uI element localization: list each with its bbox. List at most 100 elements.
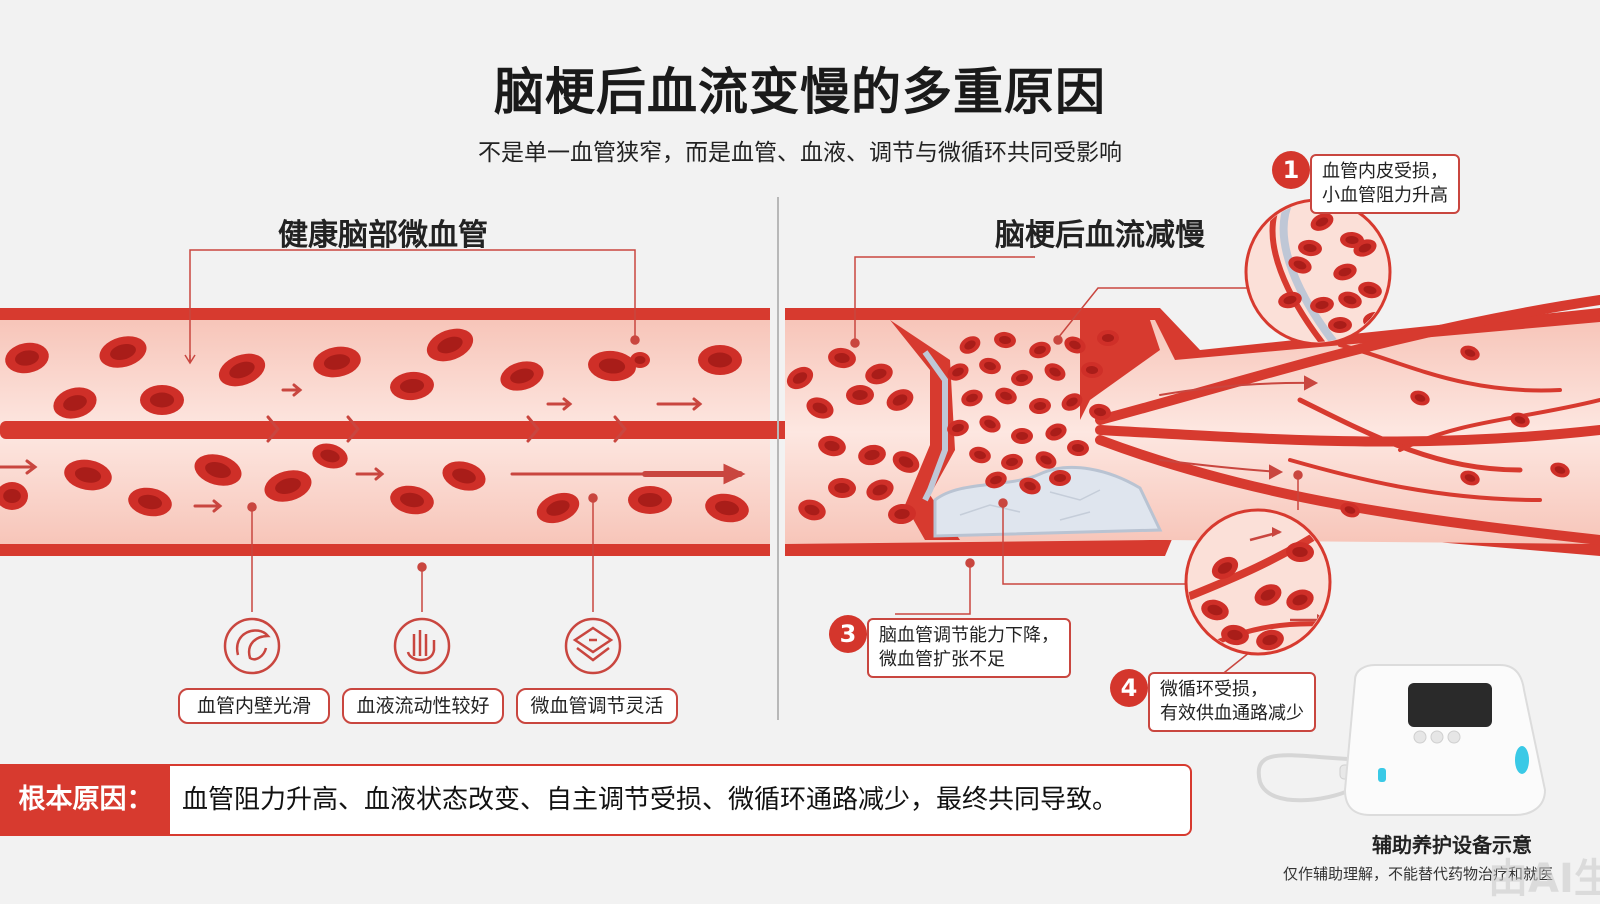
red-blood-cell <box>1019 477 1041 495</box>
red-blood-cell <box>705 493 749 523</box>
red-blood-cell <box>1358 281 1382 299</box>
red-blood-cell <box>846 384 874 406</box>
red-blood-cell <box>442 461 486 491</box>
red-blood-cell <box>818 435 846 457</box>
red-blood-cell <box>1029 397 1051 415</box>
red-blood-cell <box>1221 624 1249 646</box>
red-blood-cell <box>390 371 434 401</box>
red-blood-cell <box>947 363 969 381</box>
callout-number-1: 1 <box>1272 151 1310 189</box>
flow-arrows-right <box>1159 375 1319 480</box>
red-blood-cell <box>1410 390 1430 406</box>
feature-blood-fluidity: 血液流动性较好 <box>342 688 504 724</box>
smooth-wall-icon <box>223 617 281 675</box>
red-blood-cell <box>865 363 893 385</box>
red-blood-cell <box>99 336 147 368</box>
red-blood-cell <box>1328 316 1352 334</box>
red-blood-cell <box>1340 502 1360 518</box>
callout-microcirculation: 微循环受损， 有效供血通路减少 <box>1148 672 1316 732</box>
red-blood-cell <box>140 385 184 415</box>
red-blood-cell <box>1081 361 1103 379</box>
callout-number-4: 4 <box>1110 669 1148 707</box>
red-blood-cell <box>959 336 981 354</box>
callout-microcirculation-line1: 微循环受损， <box>1160 679 1268 700</box>
red-blood-cell <box>1310 296 1334 314</box>
red-blood-cell <box>1029 341 1051 359</box>
red-blood-cell <box>426 328 474 362</box>
callout-microcirculation-line2: 有效供血通路减少 <box>1160 703 1304 724</box>
callout-number-3: 3 <box>829 615 867 653</box>
red-blood-cell <box>994 331 1016 349</box>
red-blood-cell <box>888 503 916 525</box>
red-blood-cell <box>1049 469 1071 487</box>
red-blood-cell <box>1286 541 1314 563</box>
red-blood-cell <box>128 487 172 517</box>
magnified-microcirculation <box>1184 508 1332 656</box>
red-blood-cell <box>1256 629 1284 651</box>
layers-regulation-icon <box>564 617 622 675</box>
page-subtitle: 不是单一血管狭窄，而是血管、血液、调节与微循环共同受影响 <box>478 140 1122 166</box>
red-blood-cell <box>1338 291 1362 309</box>
red-blood-cell <box>1460 470 1480 486</box>
callout-endothelium-line1: 血管内皮受损， <box>1322 161 1448 182</box>
stroke-panel-title: 脑梗后血流减慢 <box>995 218 1205 253</box>
device-label: 辅助养护设备示意 <box>1372 833 1532 857</box>
red-blood-cell <box>0 482 28 510</box>
red-blood-cell <box>1333 263 1357 281</box>
red-blood-cell <box>5 342 49 374</box>
red-blood-cell <box>1510 412 1530 428</box>
root-cause-label: 根本原因： <box>0 764 172 836</box>
red-blood-cell <box>698 345 742 375</box>
red-blood-cell <box>947 419 969 437</box>
red-blood-cell <box>312 443 348 469</box>
red-blood-cell <box>1286 589 1314 611</box>
slowed-red-blood-cells <box>786 329 1570 525</box>
red-blood-cell <box>1201 599 1229 621</box>
callout-endothelium-line2: 小血管阻力升高 <box>1322 185 1448 206</box>
magnified-endothelium <box>1244 198 1392 346</box>
red-blood-cell <box>53 387 97 419</box>
red-blood-cell <box>1011 369 1033 387</box>
red-blood-cell <box>1011 428 1033 444</box>
red-blood-cell <box>1097 329 1119 347</box>
page-title: 脑梗后血流变慢的多重原因 <box>494 63 1106 121</box>
red-blood-cell <box>1550 462 1570 478</box>
red-blood-cell <box>979 415 1001 433</box>
red-blood-cell <box>1353 239 1377 257</box>
red-blood-cell <box>1044 363 1066 381</box>
callout-regulation-line2: 微血管扩张不足 <box>879 649 1005 670</box>
feature-regulation: 微血管调节灵活 <box>516 688 678 724</box>
red-blood-cell <box>1460 345 1480 361</box>
callout-regulation-line1: 脑血管调节能力下降， <box>879 625 1059 646</box>
red-blood-cell <box>786 366 814 390</box>
red-blood-cell <box>858 444 886 466</box>
red-blood-cell <box>264 470 312 502</box>
healthy-panel-title: 健康脑部微血管 <box>278 218 488 253</box>
red-blood-cell <box>390 485 434 515</box>
red-blood-cell <box>1278 291 1302 309</box>
healthy-red-blood-cells <box>0 328 749 524</box>
red-blood-cell <box>886 389 914 411</box>
root-cause-text: 血管阻力升高、血液状态改变、自主调节受损、微循环通路减少，最终共同导致。 <box>170 764 1192 836</box>
ai-watermark: 由AI生成 <box>1488 856 1600 902</box>
red-blood-cell <box>798 499 826 521</box>
red-blood-cell <box>536 492 580 524</box>
red-blood-cell <box>1045 423 1067 441</box>
red-blood-cell <box>1254 584 1282 606</box>
left-leader-lines <box>184 249 640 612</box>
callout-endothelium: 血管内皮受损， 小血管阻力升高 <box>1310 154 1460 214</box>
red-blood-cell <box>1211 556 1239 580</box>
flow-arrows-left <box>0 383 746 513</box>
red-blood-cell <box>64 459 112 491</box>
red-blood-cell <box>828 477 856 499</box>
red-blood-cell <box>866 479 894 501</box>
red-blood-cell <box>1067 439 1089 457</box>
red-blood-cell <box>194 454 242 486</box>
red-blood-cell <box>1035 451 1057 469</box>
red-blood-cell <box>630 352 650 368</box>
red-blood-cell <box>1298 239 1322 257</box>
callout-regulation: 脑血管调节能力下降， 微血管扩张不足 <box>867 618 1071 678</box>
red-blood-cell <box>313 346 361 378</box>
red-blood-cell <box>1089 403 1111 421</box>
